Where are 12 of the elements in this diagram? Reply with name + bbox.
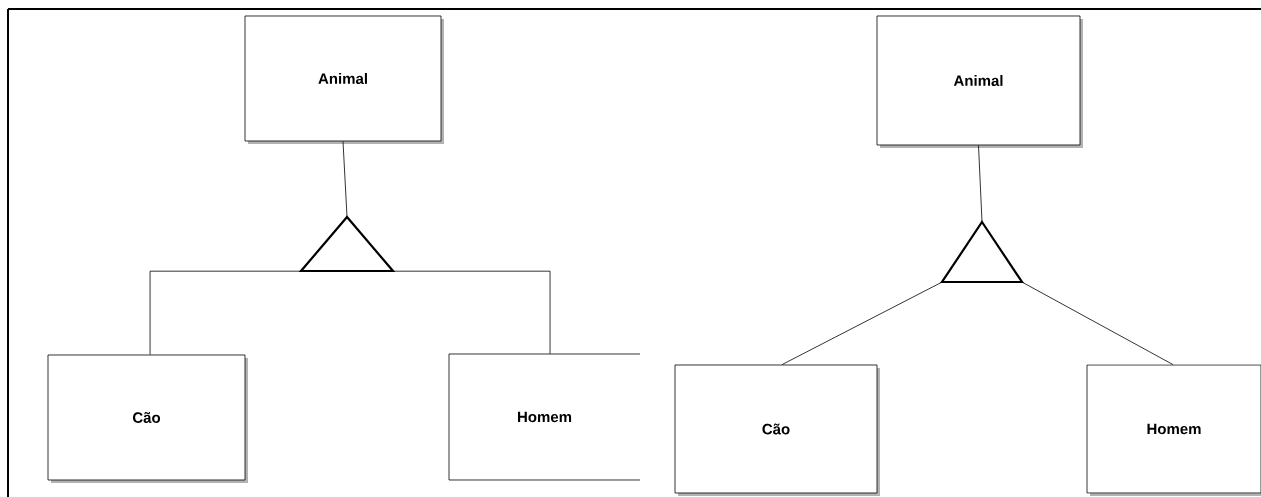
connector-line xyxy=(149,270,302,355)
connector-line xyxy=(1021,281,1174,365)
entity-box: Cão xyxy=(47,354,248,483)
entity-box: Homem xyxy=(1086,364,1261,496)
connector-line xyxy=(781,281,943,365)
connector-line xyxy=(342,141,348,218)
connector-line xyxy=(392,270,551,355)
entity-box: Animal xyxy=(876,15,1083,148)
entity-box: Cão xyxy=(674,364,880,496)
entity-box: Homem xyxy=(448,353,641,481)
entity-box: Animal xyxy=(244,15,444,144)
connector-line xyxy=(978,145,983,223)
